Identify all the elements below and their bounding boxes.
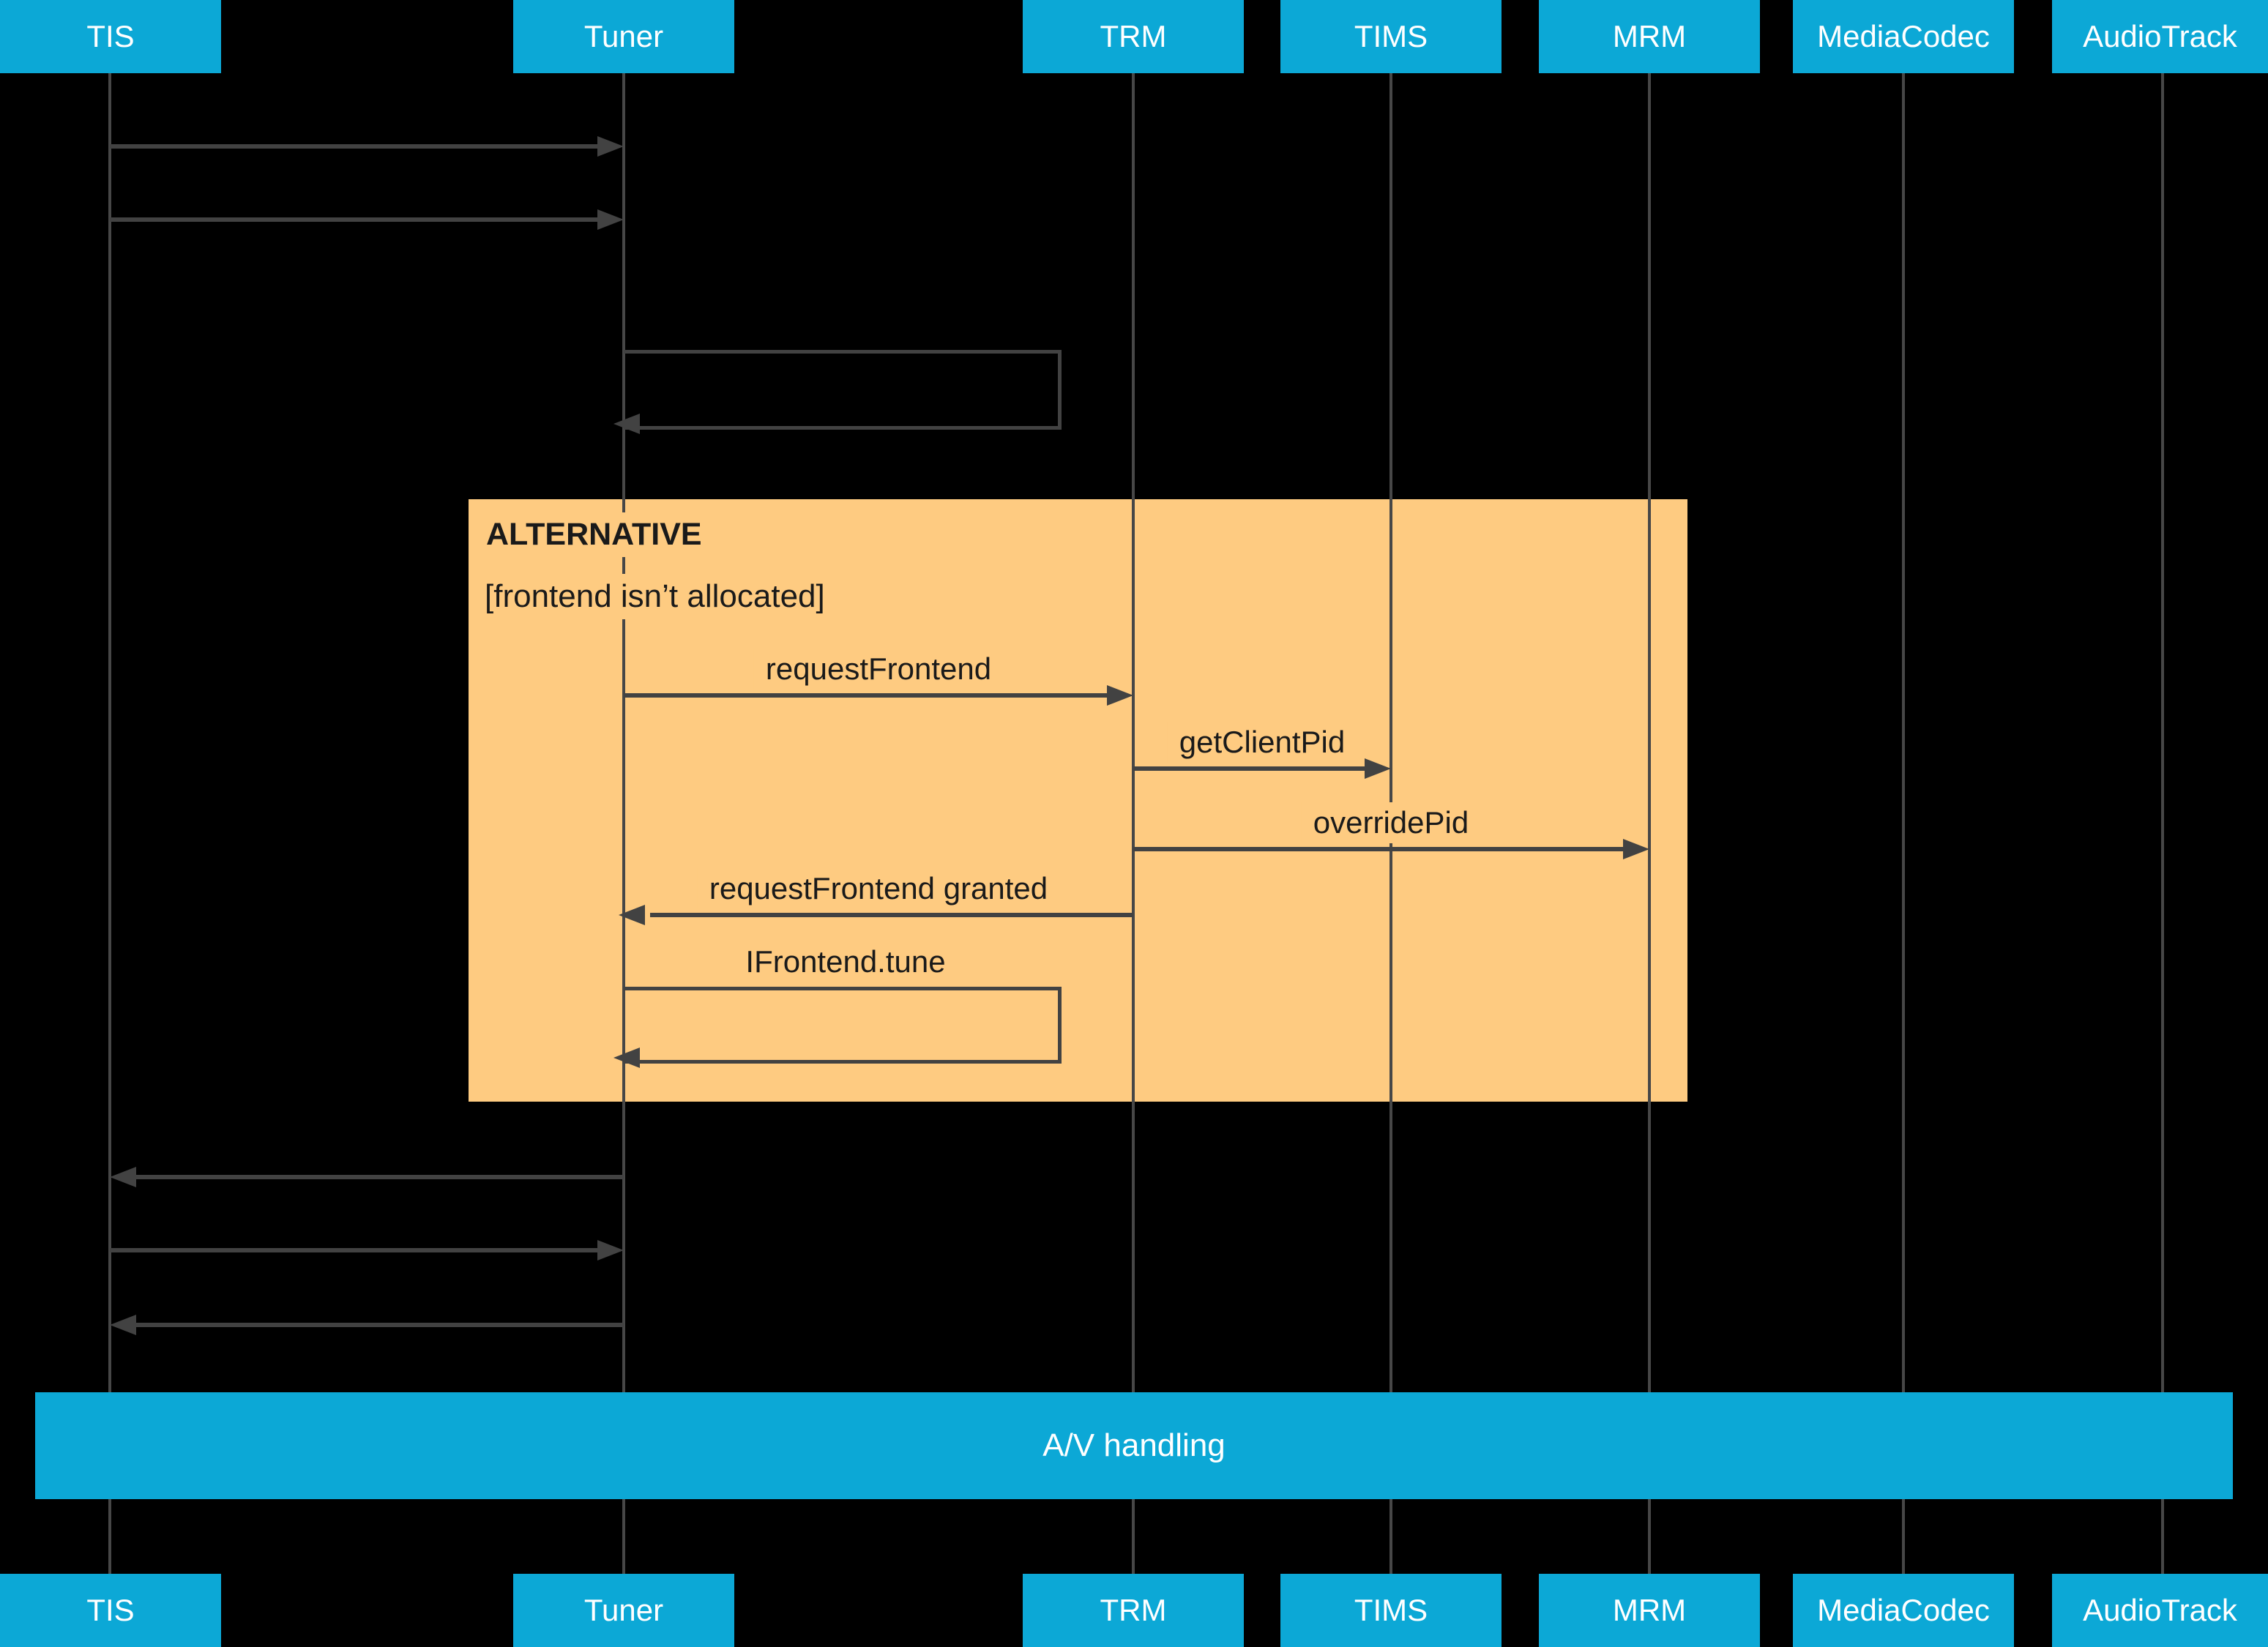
participant-top-tis: TIS bbox=[0, 0, 221, 73]
participant-label: MRM bbox=[1612, 19, 1687, 53]
participant-bottom-tims: TIMS bbox=[1280, 1574, 1502, 1647]
alt-title: ALTERNATIVE bbox=[476, 512, 712, 557]
participant-bottom-trm: TRM bbox=[1023, 1574, 1244, 1647]
message-label-request-frontend-granted: requestFrontend granted bbox=[697, 868, 1060, 909]
alt-condition: [frontend isn’t allocated] bbox=[476, 574, 834, 619]
self-call-ifrontend-tune bbox=[624, 987, 1062, 1064]
message-arrow-tuner-tis-2 bbox=[136, 1323, 624, 1327]
message-label-override-pid: overridePid bbox=[1301, 802, 1481, 843]
lifeline-tuner bbox=[622, 73, 625, 1574]
participant-label: MediaCodec bbox=[1817, 1593, 1990, 1627]
message-arrow-tis-tuner-3 bbox=[110, 1248, 597, 1252]
participant-top-tims: TIMS bbox=[1280, 0, 1502, 73]
participant-label: Tuner bbox=[583, 1593, 664, 1627]
participant-label: TIMS bbox=[1354, 1593, 1428, 1627]
arrowhead-left-icon bbox=[613, 414, 640, 434]
message-arrow-tis-tuner-1 bbox=[110, 144, 597, 149]
participant-label: MRM bbox=[1612, 1593, 1687, 1627]
message-arrow-get-client-pid bbox=[1133, 766, 1365, 771]
arrowhead-left-icon bbox=[110, 1167, 136, 1187]
lifeline-audiotrack bbox=[2161, 73, 2164, 1574]
arrowhead-right-icon bbox=[1623, 839, 1649, 859]
message-arrow-tis-tuner-2 bbox=[110, 217, 597, 222]
participant-label: AudioTrack bbox=[2083, 19, 2237, 53]
participant-label: TIS bbox=[86, 19, 135, 53]
lifeline-tis bbox=[108, 73, 111, 1574]
message-label-ifrontend-tune: IFrontend.tune bbox=[734, 941, 958, 982]
participant-bottom-mrm: MRM bbox=[1539, 1574, 1760, 1647]
message-arrow-request-frontend bbox=[624, 693, 1107, 698]
arrowhead-right-icon bbox=[597, 209, 624, 230]
participant-bottom-audiotrack: AudioTrack bbox=[2052, 1574, 2268, 1647]
participant-top-audiotrack: AudioTrack bbox=[2052, 0, 2268, 73]
participant-label: TRM bbox=[1100, 1593, 1167, 1627]
av-handling-label: A/V handling bbox=[1042, 1427, 1226, 1463]
message-arrow-override-pid bbox=[1133, 847, 1623, 851]
av-handling-bar: A/V handling bbox=[35, 1392, 2233, 1499]
message-label-request-frontend: requestFrontend bbox=[753, 649, 1004, 690]
participant-top-tuner: Tuner bbox=[513, 0, 734, 73]
lifeline-mrm bbox=[1648, 73, 1651, 1574]
arrowhead-right-icon bbox=[1107, 685, 1133, 706]
message-arrow-tuner-tis-1 bbox=[136, 1175, 624, 1179]
participant-label: TIS bbox=[86, 1593, 135, 1627]
arrowhead-left-icon bbox=[619, 905, 645, 925]
participant-label: AudioTrack bbox=[2083, 1593, 2237, 1627]
arrowhead-right-icon bbox=[1365, 758, 1391, 779]
participant-label: TRM bbox=[1100, 19, 1167, 53]
self-call-tuner bbox=[624, 350, 1062, 430]
participant-top-mrm: MRM bbox=[1539, 0, 1760, 73]
message-label-get-client-pid: getClientPid bbox=[1167, 722, 1357, 763]
participant-top-trm: TRM bbox=[1023, 0, 1244, 73]
arrowhead-right-icon bbox=[597, 1240, 624, 1261]
participant-bottom-mediacodec: MediaCodec bbox=[1793, 1574, 2014, 1647]
participant-label: TIMS bbox=[1354, 19, 1428, 53]
participant-label: MediaCodec bbox=[1817, 19, 1990, 53]
arrowhead-left-icon bbox=[613, 1047, 640, 1068]
participant-bottom-tuner: Tuner bbox=[513, 1574, 734, 1647]
message-arrow-request-frontend-granted bbox=[650, 913, 1133, 917]
arrowhead-right-icon bbox=[597, 136, 624, 157]
lifeline-trm bbox=[1132, 73, 1135, 1574]
arrowhead-left-icon bbox=[110, 1315, 136, 1335]
lifeline-mediacodec bbox=[1902, 73, 1905, 1574]
participant-bottom-tis: TIS bbox=[0, 1574, 221, 1647]
participant-label: Tuner bbox=[583, 19, 664, 53]
participant-top-mediacodec: MediaCodec bbox=[1793, 0, 2014, 73]
